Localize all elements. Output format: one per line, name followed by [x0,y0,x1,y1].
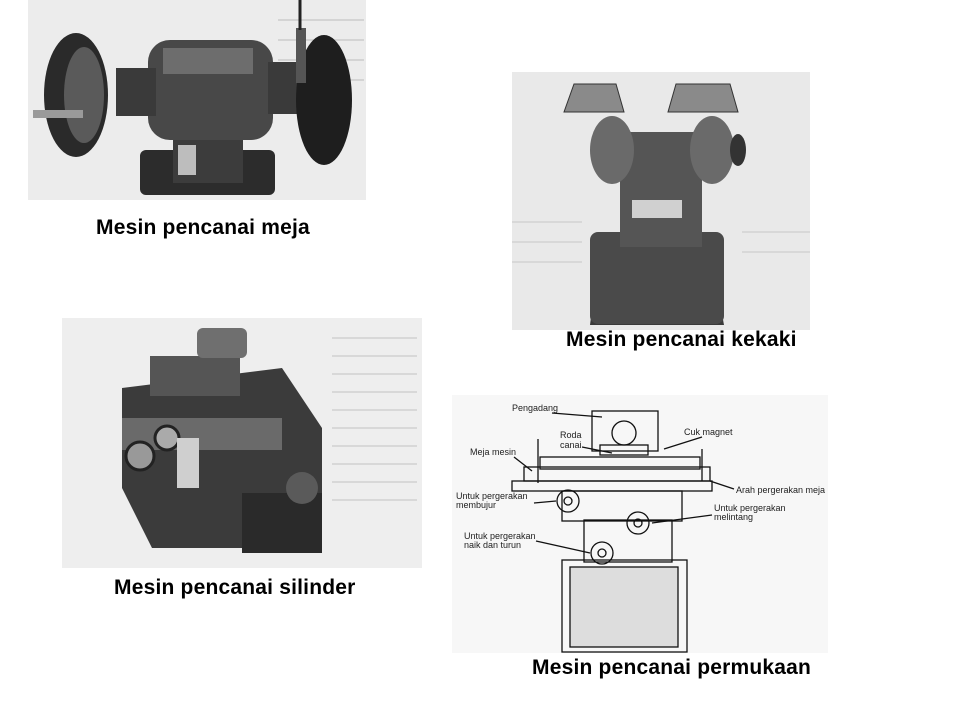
bench-grinder-photo [28,0,366,200]
surface-grinder-icon: Pengadang Roda canai Cuk magnet Meja mes… [452,395,828,653]
cylindrical-grinder-icon [62,318,422,568]
label-meja-mesin: Meja mesin [470,447,516,457]
label-melintang-2: melintang [714,512,753,522]
pedestal-grinder-icon [512,72,810,330]
label-pengadang: Pengadang [512,403,558,413]
bench-grinder-icon [28,0,366,200]
caption-cylindrical-grinder: Mesin pencanai silinder [114,576,356,599]
label-membujur-2: membujur [456,500,496,510]
label-naik-turun-1: Untuk pergerakan [464,531,536,541]
caption-surface-grinder: Mesin pencanai permukaan [532,656,812,679]
caption-pedestal-grinder: Mesin pencanai kekaki [566,328,797,351]
label-membujur-1: Untuk pergerakan [456,491,528,501]
label-roda-2: canai [560,440,582,450]
label-naik-turun-2: naik dan turun [464,540,521,550]
surface-grinder-diagram: Pengadang Roda canai Cuk magnet Meja mes… [452,395,828,653]
caption-bench-grinder: Mesin pencanai meja [96,216,310,239]
label-arah-pergerakan: Arah pergerakan meja [736,485,825,495]
cylindrical-grinder-photo [62,318,422,568]
label-cuk-magnet: Cuk magnet [684,427,733,437]
label-roda-1: Roda [560,430,582,440]
pedestal-grinder-photo [512,72,810,330]
label-melintang-1: Untuk pergerakan [714,503,786,513]
